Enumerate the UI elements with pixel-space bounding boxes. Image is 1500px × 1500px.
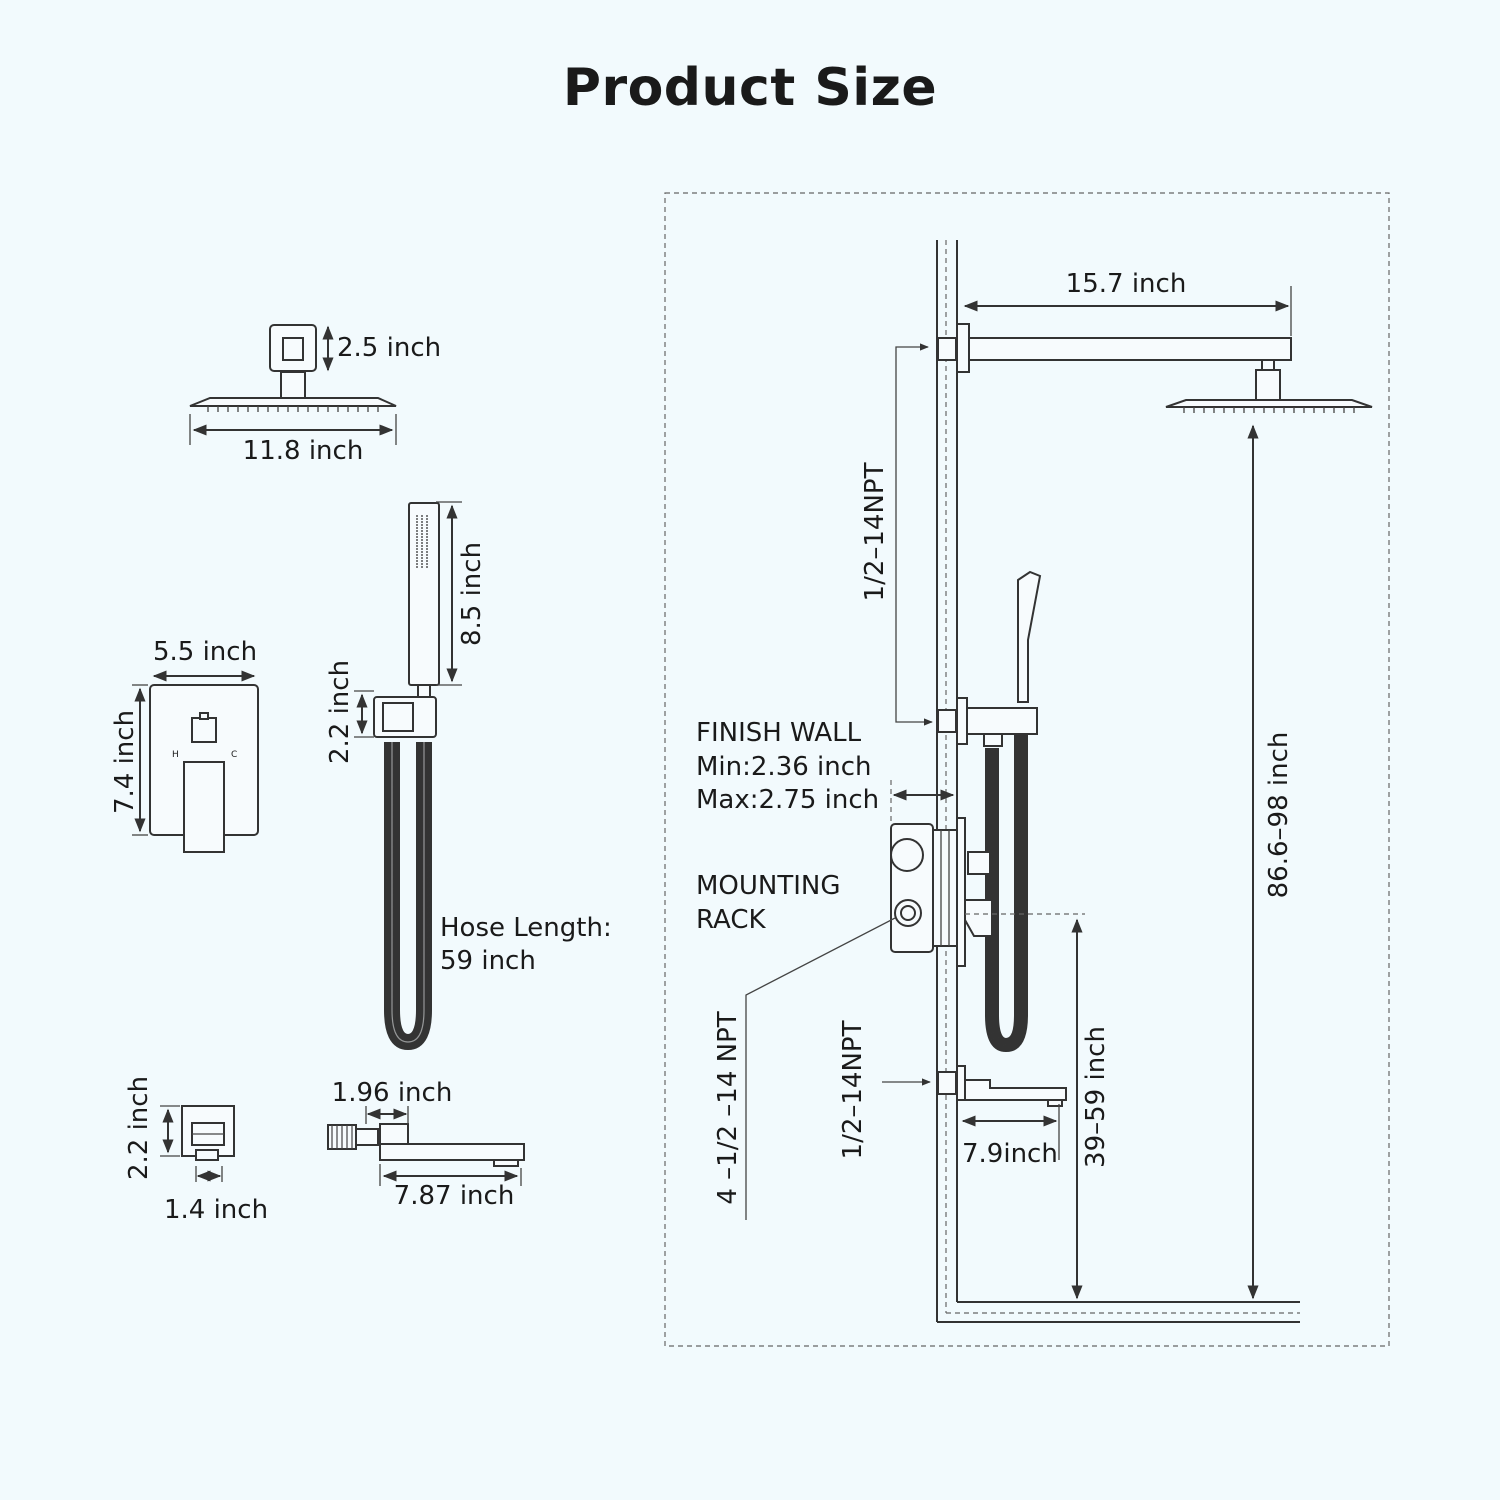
label-finish-wall: FINISH WALL (696, 718, 862, 748)
page-title: Product Size (562, 58, 938, 118)
trim-plate-installed (956, 817, 966, 967)
installation-diagram: 15.7 inch 1/2–14NPT FINISH WALL (664, 192, 1390, 1347)
tub-spout-diagram: 1.96 inch 7.87 inch (327, 1078, 525, 1211)
shower-head-diagram: 2.5 inch 11.8 inch (189, 324, 441, 466)
label-thread-upper: 1/2–14NPT (860, 462, 890, 601)
label-hose-title: Hose Length: (440, 913, 612, 943)
label-arm-length: 15.7 inch (1066, 269, 1187, 299)
label-head-height-total: 86.6–98 inch (1264, 732, 1294, 899)
shower-head-plate (189, 397, 397, 407)
shower-head-ball-joint (280, 371, 306, 399)
installed-tub-spout (964, 1079, 1067, 1101)
tub-spout-body (378, 1123, 525, 1161)
middle-fitting (937, 709, 957, 733)
shower-head-nut-icon (282, 337, 304, 361)
hose-pattern (385, 742, 431, 1049)
label-finish-wall-max: Max:2.75 inch (696, 785, 879, 815)
label-hand-length: 8.5 inch (457, 542, 487, 646)
outlet-elbow-diagram: 2.2 inch 1.4 inch (124, 1076, 268, 1225)
label-spout-length: 7.87 inch (394, 1181, 515, 1211)
trim-plate-handle-icon (183, 761, 225, 853)
upper-fitting (937, 337, 957, 361)
valve-handle-installed (964, 899, 993, 937)
installed-hand-holder (966, 707, 1038, 735)
label-elbow-width: 1.4 inch (164, 1195, 268, 1225)
installation-frame (664, 192, 1390, 1347)
label-trim-height: 7.4 inch (110, 710, 140, 814)
lower-fitting (937, 1071, 957, 1095)
hand-shower-handle (408, 502, 440, 686)
leader-valve-thread (745, 917, 896, 1220)
shower-arm (968, 337, 1292, 361)
hand-shower-nozzles (416, 515, 428, 568)
label-cold: C (231, 750, 237, 760)
installed-hand-shower (1017, 570, 1042, 703)
installed-shower-head-joint (1255, 369, 1281, 401)
hand-shower-diagram: 8.5 inch 2.2 inch Hose Length: 59 inch (325, 501, 612, 1051)
installed-shower-head (1165, 399, 1373, 408)
label-head-width: 11.8 inch (243, 436, 364, 466)
label-finish-wall-min: Min:2.36 inch (696, 752, 872, 782)
label-spout-inlet: 1.96 inch (332, 1078, 453, 1108)
label-mounting: MOUNTING (696, 871, 841, 901)
label-elbow-height: 2.2 inch (124, 1076, 154, 1180)
label-thread-valve: 4 –1/2 –14 NPT (713, 1011, 743, 1204)
label-holder-height: 2.2 inch (325, 660, 355, 764)
label-rack: RACK (696, 905, 766, 935)
trim-plate-diagram: H C 5.5 inch 7.4 inch (110, 637, 259, 853)
shower-head-nozzles (207, 406, 379, 412)
label-thread-lower: 1/2–14NPT (838, 1020, 868, 1159)
label-spout-reach: 7.9inch (962, 1139, 1058, 1169)
label-trim-width: 5.5 inch (153, 637, 257, 667)
trim-plate-cartridge-icon (191, 717, 217, 743)
label-hot: H (172, 750, 179, 760)
mounting-rack (932, 829, 958, 947)
label-hose-length: 59 inch (440, 946, 536, 976)
label-head-height: 2.5 inch (337, 333, 441, 363)
label-valve-height: 39–59 inch (1081, 1026, 1111, 1168)
